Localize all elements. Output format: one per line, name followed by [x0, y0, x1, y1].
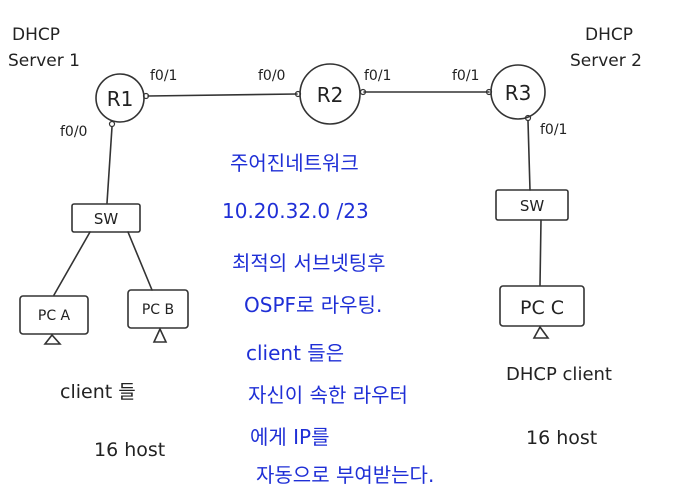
- pc-a-stand-icon: [43, 333, 62, 345]
- link-sw-pca: [53, 231, 91, 296]
- iface-r2-left: f0/0: [258, 68, 285, 84]
- port-dot-r2-right: [359, 88, 367, 96]
- dhcp-server-1-label-line2: Server 1: [8, 51, 80, 71]
- pc-b: PC B: [127, 289, 189, 343]
- left-clients-label: client 들: [60, 381, 136, 403]
- iface-r1-right: f0/1: [150, 68, 177, 84]
- link-sw-pcc: [539, 219, 542, 286]
- port-dot-r3-left: [485, 88, 493, 96]
- note-line-4: OSPF로 라우팅.: [244, 293, 382, 317]
- note-line-2: 10.20.32.0 /23: [222, 199, 369, 223]
- left-hosts-label: 16 host: [94, 439, 165, 461]
- dhcp-server-2-label-line2: Server 2: [570, 51, 642, 71]
- router-r1: R1: [95, 73, 145, 123]
- port-dot-r1-bottom: [108, 120, 116, 128]
- note-line-5: client 들은: [246, 341, 344, 365]
- note-line-1: 주어진네트워크: [230, 151, 359, 175]
- router-r2-label: R2: [317, 83, 344, 107]
- router-r3-label: R3: [505, 81, 532, 105]
- link-sw-pcb: [127, 231, 153, 291]
- dhcp-server-1-label-line1: DHCP: [12, 25, 60, 45]
- note-line-8: 자동으로 부여받는다.: [256, 463, 434, 487]
- pc-a-label: PC A: [38, 308, 71, 324]
- port-dot-r1-right: [142, 92, 150, 100]
- router-r3: R3: [490, 64, 546, 120]
- link-r3-sw-right: [527, 120, 531, 191]
- link-r1-r2: [147, 93, 298, 97]
- right-hosts-label: 16 host: [526, 427, 597, 449]
- iface-r1-bottom: f0/0: [60, 124, 87, 140]
- port-dot-r2-left: [294, 90, 302, 98]
- note-line-7: 에게 IP를: [250, 425, 330, 449]
- note-line-6: 자신이 속한 라우터: [248, 383, 408, 407]
- router-r1-label: R1: [107, 87, 134, 111]
- iface-r2-right: f0/1: [364, 68, 391, 84]
- iface-r3-left: f0/1: [452, 68, 479, 84]
- switch-left: SW: [71, 203, 141, 233]
- router-r2: R2: [299, 63, 361, 125]
- pc-b-label: PC B: [142, 302, 174, 318]
- switch-right: SW: [495, 189, 569, 221]
- dhcp-server-2-label-line1: DHCP: [585, 25, 633, 45]
- switch-right-label: SW: [520, 197, 545, 215]
- switch-left-label: SW: [94, 210, 119, 228]
- pc-c-stand-icon: [532, 325, 550, 339]
- pc-c: PC C: [499, 285, 585, 339]
- link-r1-sw-left: [106, 126, 113, 204]
- note-line-3: 최적의 서브넷팅후: [232, 251, 386, 275]
- iface-r3-bottom: f0/1: [540, 122, 567, 138]
- pc-b-stand-icon: [152, 327, 168, 343]
- right-client-label: DHCP client: [506, 364, 612, 385]
- pc-c-label: PC C: [520, 297, 564, 319]
- pc-a: PC A: [19, 295, 89, 345]
